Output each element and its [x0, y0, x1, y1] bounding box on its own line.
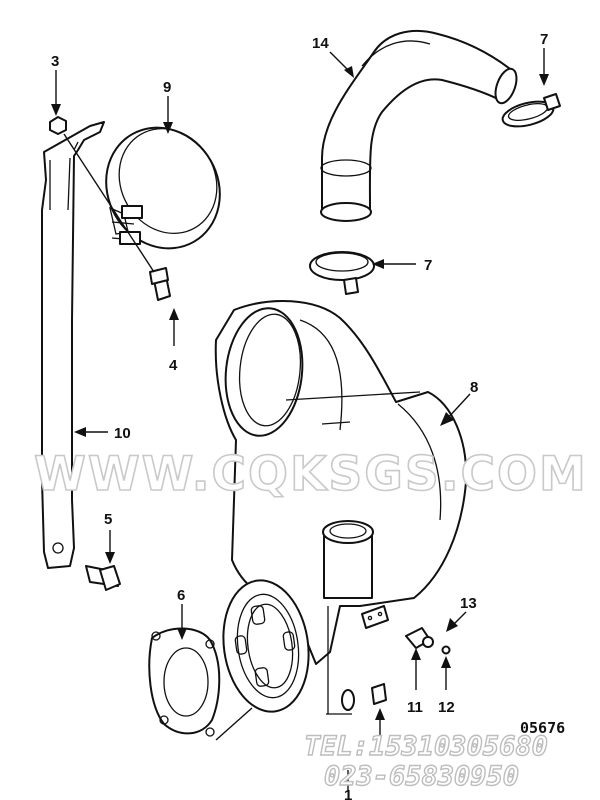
drawing-code: 05676 [520, 719, 565, 737]
bolt-5-part [85, 565, 121, 591]
contact-tel: TEL:15310305680 [304, 731, 548, 762]
callout-14: 14 [312, 35, 329, 52]
sensor-fitting-part [405, 627, 451, 655]
callout-10: 10 [114, 425, 131, 442]
callout-3: 3 [51, 53, 59, 70]
callout-12: 12 [438, 699, 455, 716]
callout-9: 9 [163, 79, 171, 96]
gasket-part [148, 627, 221, 737]
contact-phone: 023-65830950 [324, 761, 519, 792]
callout-4: 4 [169, 357, 178, 374]
callout-11: 11 [407, 699, 423, 716]
elbow-housing-part [214, 300, 468, 665]
elbow-tube-part [320, 29, 518, 222]
callout-6: 6 [177, 587, 185, 604]
callout-1: 1 [344, 787, 352, 800]
bottom-bolt-part [326, 606, 387, 715]
hose-clamp-upper-part [501, 93, 561, 128]
bolt-part [149, 267, 171, 301]
callout-13: 13 [460, 595, 477, 612]
support-bracket-part [41, 121, 105, 569]
leader-lines [51, 48, 549, 792]
nut-part [49, 116, 67, 135]
outlet-flange-part [222, 579, 310, 713]
callout-numbers: 3 9 14 7 7 4 8 10 5 6 13 11 12 1 [51, 31, 548, 800]
band-clamp-part [105, 126, 221, 250]
watermark-text: WWW.CQKSGS.COM [34, 447, 588, 502]
callout-8: 8 [470, 379, 478, 396]
callout-5: 5 [104, 511, 112, 528]
callout-7-lower: 7 [424, 257, 432, 274]
hose-clamp-lower-part [309, 251, 375, 295]
callout-7-upper: 7 [540, 31, 548, 48]
